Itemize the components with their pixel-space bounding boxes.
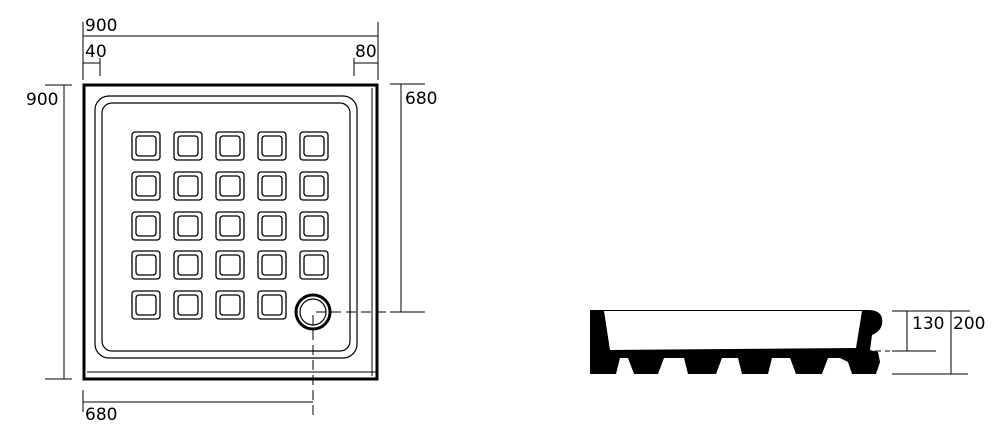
- drain-x-label: 680: [85, 405, 117, 425]
- left-rim-label: 40: [85, 42, 107, 62]
- dimension-overall-height: 900: [26, 84, 72, 380]
- dimension-drain-y: 680: [390, 83, 437, 313]
- dimension-total-height: 200: [892, 310, 985, 375]
- dimension-right-rim: 80: [353, 42, 378, 76]
- dimension-drain-x: 680: [82, 390, 313, 425]
- dimension-overall-width: 900: [82, 16, 379, 80]
- inner-depth-label: 130: [912, 314, 944, 334]
- dimension-left-rim: 40: [83, 42, 107, 76]
- right-rim-label: 80: [355, 42, 377, 62]
- section-view: 130 200: [590, 310, 985, 375]
- tray-cross-section: [590, 310, 883, 374]
- drain-y-label: 680: [405, 89, 437, 109]
- grip-grid: [131, 131, 329, 320]
- drain-icon: [294, 293, 425, 418]
- total-height-label: 200: [953, 314, 985, 334]
- overall-height-label: 900: [26, 90, 58, 110]
- tray-outline: [82, 83, 379, 381]
- plan-view: 900 40 80 900 680: [26, 16, 437, 425]
- dimension-inner-depth: 130: [855, 311, 944, 352]
- overall-width-label: 900: [85, 16, 117, 36]
